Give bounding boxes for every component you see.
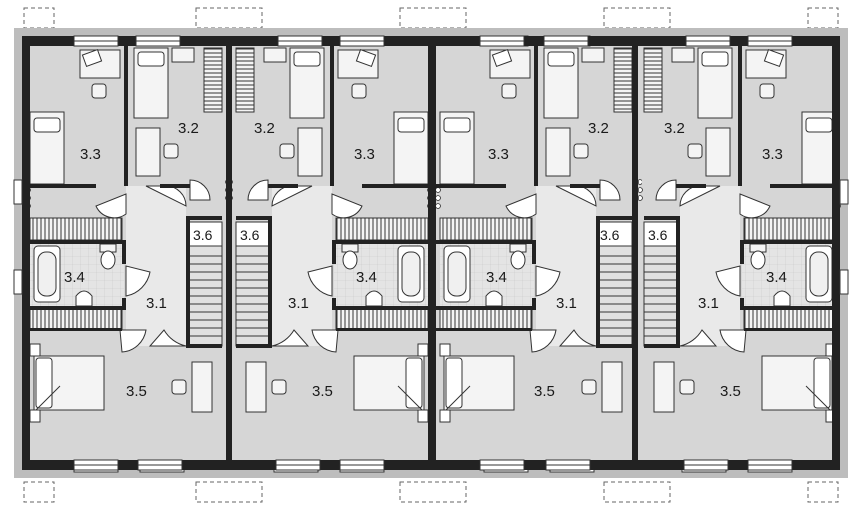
outer-walls	[22, 36, 840, 470]
room-label-3-4-b: 3.4	[356, 269, 377, 286]
room-label-3-6-d: 3.6	[648, 227, 668, 243]
room-label-3-5-a: 3.5	[126, 383, 147, 400]
room-label-3-2-d: 3.2	[664, 120, 685, 137]
room-label-3-6-b: 3.6	[240, 227, 260, 243]
room-label-3-1-b: 3.1	[288, 295, 309, 312]
unit-1	[25, 35, 233, 473]
room-label-3-5-c: 3.5	[534, 383, 555, 400]
room-label-3-1-a: 3.1	[146, 295, 167, 312]
room-label-3-1-d: 3.1	[698, 295, 719, 312]
unit-4	[633, 35, 841, 473]
room-label-3-1-c: 3.1	[556, 295, 577, 312]
unit-3	[435, 35, 643, 473]
room-label-3-4-a: 3.4	[64, 269, 85, 286]
room-label-3-3-b: 3.3	[354, 146, 375, 163]
room-label-3-6-c: 3.6	[600, 227, 620, 243]
room-label-3-3-d: 3.3	[762, 146, 783, 163]
room-label-3-3-c: 3.3	[488, 146, 509, 163]
room-label-3-5-b: 3.5	[312, 383, 333, 400]
room-label-3-6-a: 3.6	[193, 227, 213, 243]
room-label-3-2-b: 3.2	[254, 120, 275, 137]
room-label-3-4-c: 3.4	[486, 269, 507, 286]
room-label-3-5-d: 3.5	[720, 383, 741, 400]
room-label-3-2-a: 3.2	[178, 120, 199, 137]
room-label-3-3-a: 3.3	[80, 146, 101, 163]
room-label-3-2-c: 3.2	[588, 120, 609, 137]
room-label-3-4-d: 3.4	[766, 269, 787, 286]
room-labels: 3.3 3.2 3.2 3.3 3.3 3.2 3.2 3.3 3.6 3.6 …	[64, 120, 787, 400]
unit-2	[225, 35, 433, 473]
